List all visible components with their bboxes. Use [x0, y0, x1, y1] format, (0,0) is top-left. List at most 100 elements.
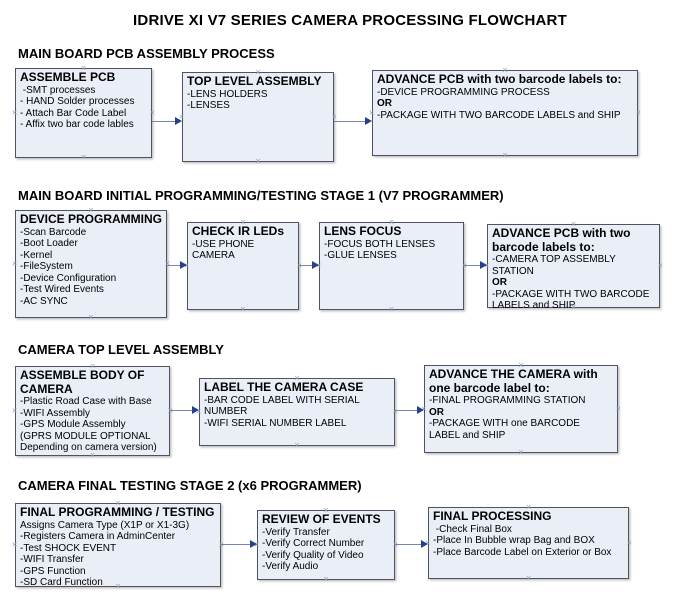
box-item: Depending on camera version) — [20, 442, 157, 453]
flow-arrow — [299, 261, 319, 270]
arrow-line — [170, 410, 195, 411]
box-item: -WIFI Transfer — [20, 554, 84, 565]
box-title: REVIEW OF EVENTS — [262, 512, 381, 526]
box-item: -GPS Function — [20, 565, 86, 577]
page-title: IDRIVE XI V7 SERIES CAMERA PROCESSING FL… — [133, 12, 567, 29]
flow-arrow — [167, 261, 187, 270]
box-item: -SMT processes — [20, 84, 96, 96]
flow-box-check-ir-leds: CHECK IR LEDs -USE PHONE CAMERA ×××× — [184, 218, 302, 314]
box-title: ASSEMBLE BODY OF CAMERA — [20, 368, 145, 396]
arrowhead-icon — [175, 117, 182, 125]
box-item: -LENS HOLDERS — [187, 88, 268, 100]
box-item: -PACKAGE WITH TWO BARCODE LABELS and SHI… — [492, 288, 653, 312]
connection-handle-icon: × — [12, 107, 18, 118]
arrowhead-icon — [421, 540, 428, 548]
flow-arrow — [395, 540, 428, 549]
connection-handle-icon: × — [323, 574, 329, 584]
flow-arrow — [334, 117, 372, 126]
connection-handle-icon: × — [255, 156, 261, 166]
section-heading-pcb-assembly: MAIN BOARD PCB ASSEMBLY PROCESS — [18, 46, 275, 61]
arrowhead-icon — [312, 261, 319, 269]
box-title: ADVANCE PCB with two barcode labels to: — [492, 226, 631, 254]
box-item: -Boot Loader — [20, 238, 78, 249]
box-title: ADVANCE PCB with two barcode labels to: — [377, 72, 622, 86]
flow-box-review-of-events: REVIEW OF EVENTS -Verify Transfer -Verif… — [254, 506, 398, 584]
box-title: LABEL THE CAMERA CASE — [204, 380, 364, 394]
section-heading-initial-programming: MAIN BOARD INITIAL PROGRAMMING/TESTING S… — [18, 188, 504, 203]
box-item: -GLUE LENSES — [324, 250, 397, 261]
arrowhead-icon — [250, 540, 257, 548]
arrow-line — [299, 265, 315, 266]
box-item-or: OR — [429, 406, 444, 418]
box-item: Assigns Camera Type (X1P or X1-3G) — [20, 519, 190, 531]
box-item: -AC SYNC — [20, 295, 68, 307]
box-title: CHECK IR LEDs — [192, 224, 285, 238]
box-item: -SD Card Function — [20, 577, 103, 588]
box-item: - Affix two bar code lables — [20, 119, 134, 130]
flow-box-advance-camera: ADVANCE THE CAMERA with one barcode labe… — [421, 361, 621, 457]
box-item: -Verify Audio — [262, 561, 319, 572]
box-item: -BAR CODE LABEL WITH SERIAL NUMBER — [204, 394, 363, 418]
box-title: FINAL PROCESSING — [433, 509, 552, 523]
box-item: (GPRS MODULE OPTIONAL — [20, 430, 151, 442]
box-item: -Place In Bubble wrap Bag and BOX — [433, 535, 595, 546]
connection-handle-icon: × — [12, 258, 18, 269]
flow-box-assemble-pcb: ASSEMBLE PCB -SMT processes - HAND Solde… — [12, 64, 155, 162]
box-item: -GPS Module Assembly — [20, 419, 126, 430]
arrowhead-icon — [480, 261, 487, 269]
box-title: DEVICE PROGRAMMING — [20, 212, 163, 226]
box-title: ADVANCE THE CAMERA with one barcode labe… — [429, 367, 598, 395]
box-item: -Device Configuration — [20, 272, 117, 284]
arrow-line — [167, 265, 183, 266]
box-item: -Registers Camera in AdminCenter — [20, 531, 176, 542]
box-item: -WIFI SERIAL NUMBER LABEL — [204, 417, 347, 429]
box-item: -PACKAGE WITH one BARCODE LABEL and SHIP — [429, 418, 583, 441]
arrowhead-icon — [180, 261, 187, 269]
box-item: -DEVICE PROGRAMMING PROCESS — [377, 86, 550, 98]
connection-handle-icon: × — [615, 403, 621, 414]
connection-handle-icon: × — [12, 539, 18, 550]
box-title: LENS FOCUS — [324, 224, 402, 238]
arrow-line — [221, 544, 253, 545]
box-item-or: OR — [492, 277, 507, 288]
flow-arrow — [221, 540, 257, 549]
box-title: ASSEMBLE PCB — [20, 70, 116, 84]
box-item: -Verify Quality of Video — [262, 549, 364, 561]
box-item: -FOCUS BOTH LENSES — [324, 238, 436, 250]
flow-arrow — [152, 117, 182, 126]
arrow-line — [395, 544, 424, 545]
flow-box-advance-pcb-2: ADVANCE PCB with two barcode labels to: … — [484, 220, 663, 312]
flow-arrow — [395, 406, 424, 415]
connection-handle-icon: × — [525, 573, 532, 583]
arrow-line — [464, 265, 483, 266]
arrowhead-icon — [417, 406, 424, 414]
connection-handle-icon: × — [502, 150, 508, 160]
box-item: -Kernel — [20, 249, 53, 261]
box-item: -FINAL PROGRAMMING STATION — [429, 395, 586, 406]
connection-handle-icon: × — [657, 260, 663, 271]
flow-box-top-level-assembly: TOP LEVEL ASSEMBLY -LENS HOLDERS -LENSES… — [179, 68, 337, 166]
flow-box-label-camera-case: LABEL THE CAMERA CASE -BAR CODE LABEL WI… — [196, 374, 398, 450]
connection-handle-icon: × — [80, 152, 87, 162]
connection-handle-icon: × — [518, 447, 524, 457]
connection-handle-icon: × — [240, 304, 246, 314]
section-heading-camera-top-assembly: CAMERA TOP LEVEL ASSEMBLY — [18, 342, 224, 357]
box-title: FINAL PROGRAMMING / TESTING — [20, 505, 215, 519]
box-item: - Attach Bar Code Label — [20, 107, 127, 119]
flow-arrow — [464, 261, 487, 270]
arrow-line — [395, 410, 420, 411]
flow-box-assemble-body: ASSEMBLE BODY OF CAMERA -Plastic Road Ca… — [12, 362, 173, 460]
box-title: TOP LEVEL ASSEMBLY — [187, 74, 322, 88]
flow-arrow — [170, 406, 199, 415]
connection-handle-icon: × — [12, 405, 18, 416]
arrow-line — [152, 121, 178, 122]
box-item: -CAMERA TOP ASSEMBLY STATION — [492, 254, 619, 277]
connection-handle-icon: × — [635, 107, 641, 118]
flow-box-final-programming-testing: FINAL PROGRAMMING / TESTING Assigns Came… — [12, 499, 224, 591]
box-item: -Plastic Road Case with Base — [20, 396, 152, 407]
box-item: -Test SHOCK EVENT — [20, 542, 117, 554]
flow-box-advance-pcb-1: ADVANCE PCB with two barcode labels to: … — [369, 66, 641, 160]
box-item: -Verify Transfer — [262, 526, 330, 538]
box-item: -Test Wired Events — [20, 284, 104, 295]
